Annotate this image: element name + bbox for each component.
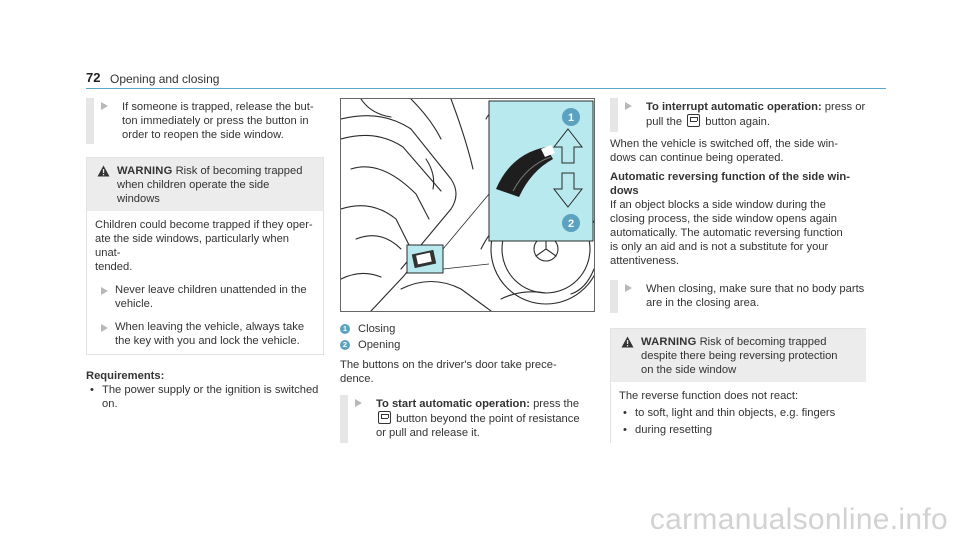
door-switch-illustration: 1 2: [340, 98, 595, 312]
warning-title-line: Risk of becoming trapped: [699, 336, 827, 348]
step-release-button: If someone is trapped, release the but- …: [86, 98, 324, 144]
heading-line: Automatic reversing function of the side…: [610, 171, 850, 183]
step-line: vehicle.: [115, 298, 153, 310]
warning-title-line: when children operate the side windows: [117, 179, 270, 205]
warning-triangle-icon: [97, 165, 110, 181]
text-line: If an object blocks a side window during…: [610, 199, 826, 211]
section-title: Opening and closing: [110, 72, 220, 86]
step-line: When leaving the vehicle, always take: [115, 321, 305, 333]
left-column: If someone is trapped, release the but- …: [86, 98, 324, 411]
legend-label: Opening: [358, 339, 401, 351]
window-switch-icon: [378, 411, 391, 424]
text-line: When the vehicle is switched off, the si…: [610, 138, 839, 150]
buttons-precedence-text: The buttons on the driver's door take pr…: [340, 358, 593, 386]
warning-text-line: The reverse function does not react:: [619, 390, 799, 402]
step-arrow-icon: [355, 399, 362, 407]
requirement-item: The power supply or the ignition is swit…: [86, 383, 324, 411]
warning-label: WARNING: [117, 165, 173, 177]
step-line: are in the closing area.: [646, 297, 760, 309]
vehicle-off-text: When the vehicle is switched off, the si…: [610, 137, 866, 165]
warning-header: WARNING Risk of becoming trapped despite…: [611, 329, 866, 382]
step-text: or pull and release it.: [376, 427, 480, 439]
warning-body: The reverse function does not react: to …: [611, 382, 866, 443]
legend-item-opening: 2 Opening: [340, 338, 593, 352]
text-line: is only an aid and is not a substitute f…: [610, 241, 829, 253]
step-text: pull the: [646, 116, 683, 128]
requirements-heading: Requirements:: [86, 370, 165, 382]
step-arrow-icon: [101, 287, 108, 295]
watermark: carmanualsonline.info: [649, 503, 948, 536]
warning-step: When leaving the vehicle, always take th…: [95, 320, 315, 348]
reversing-body: If an object blocks a side window during…: [610, 198, 866, 268]
text-line: The buttons on the driver's door take pr…: [340, 359, 557, 371]
requirement-line: on.: [102, 398, 118, 410]
step-line: When closing, make sure that no body par…: [646, 283, 865, 295]
page-number: 72: [86, 70, 101, 85]
warning-title-line: Risk of becoming trapped: [175, 165, 303, 177]
callout-1: 1: [568, 112, 574, 124]
door-panel-drawing: 1 2: [341, 99, 594, 311]
step-arrow-icon: [101, 102, 108, 110]
step-line: Never leave children unattended in the: [115, 284, 307, 296]
figure-legend: 1 Closing 2 Opening: [340, 322, 593, 352]
header-divider: [86, 88, 886, 89]
callout-2: 2: [568, 218, 574, 230]
reversing-heading: Automatic reversing function of the side…: [610, 170, 866, 198]
warning-box-children: WARNING Risk of becoming trapped when ch…: [86, 157, 324, 355]
text-line: attentiveness.: [610, 255, 680, 267]
warning-box-reversing: WARNING Risk of becoming trapped despite…: [610, 328, 866, 443]
warning-text-line: tended.: [95, 261, 133, 273]
warning-text-line: ate the side windows, particularly when …: [95, 233, 290, 259]
step-line: ton immediately or press the button in: [122, 115, 309, 127]
step-arrow-icon: [625, 284, 632, 292]
warning-text-line: Children could become trapped if they op…: [95, 219, 313, 231]
step-heading: To interrupt automatic operation:: [646, 101, 822, 113]
text-line: dows can continue being operated.: [610, 152, 784, 164]
step-arrow-icon: [625, 102, 632, 110]
right-column: To interrupt automatic operation: press …: [610, 98, 866, 443]
step-line: If someone is trapped, release the but-: [122, 101, 314, 113]
warning-triangle-icon: [621, 336, 634, 352]
step-text: press or: [824, 101, 866, 113]
text-line: automatically. The automatic reversing f…: [610, 227, 843, 239]
step-arrow-icon: [101, 324, 108, 332]
warning-label: WARNING: [641, 336, 697, 348]
warning-bullet: to soft, light and thin objects, e.g. fi…: [619, 406, 858, 420]
step-interrupt-automatic: To interrupt automatic operation: press …: [610, 98, 866, 132]
step-line: the key with you and lock the vehicle.: [115, 335, 300, 347]
step-text: button again.: [705, 116, 770, 128]
step-heading: To start automatic operation:: [376, 398, 530, 410]
window-switch-icon: [687, 114, 701, 127]
warning-title-line: on the side window: [641, 364, 737, 376]
warning-title-line: despite there being reversing protection: [641, 350, 838, 362]
step-closing-check: When closing, make sure that no body par…: [610, 280, 866, 313]
text-line: closing process, the side window opens a…: [610, 213, 837, 225]
step-line: order to reopen the side window.: [122, 129, 284, 141]
warning-bullet: during resetting: [619, 423, 858, 437]
heading-line: dows: [610, 185, 639, 197]
step-text: button beyond the point of resistance: [396, 413, 580, 425]
legend-number: 1: [340, 324, 350, 334]
warning-step: Never leave children unattended in the v…: [95, 283, 315, 311]
text-line: dence.: [340, 373, 374, 385]
requirement-line: The power supply or the ignition is swit…: [102, 384, 319, 396]
warning-header: WARNING Risk of becoming trapped when ch…: [87, 158, 323, 211]
warning-body: Children could become trapped if they op…: [87, 211, 323, 354]
legend-label: Closing: [358, 323, 396, 335]
step-text: press the: [533, 398, 580, 410]
legend-number: 2: [340, 340, 350, 350]
legend-item-closing: 1 Closing: [340, 322, 593, 336]
middle-column: 1 2 1 Closing 2 Opening The buttons on t…: [340, 98, 595, 443]
step-start-automatic: To start automatic operation: press the …: [340, 395, 593, 443]
